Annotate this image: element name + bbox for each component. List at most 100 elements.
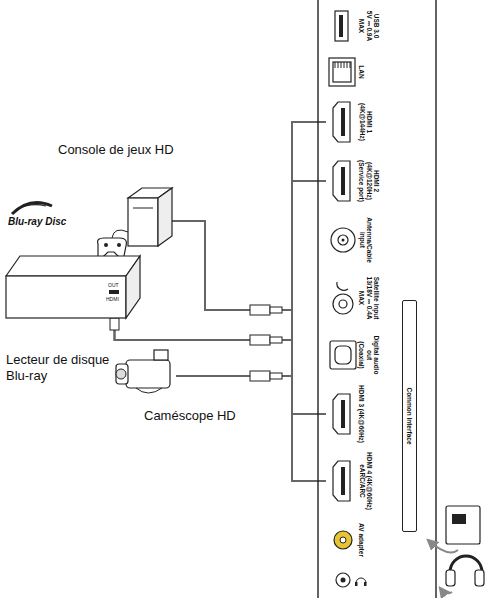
hdmi-plug <box>110 318 119 330</box>
hdmi-cable <box>115 318 327 414</box>
camcorder-body <box>126 360 170 388</box>
rotated-label-group: USB 3.05V ⎓ 0.9A MAX <box>358 4 380 48</box>
plug-tip <box>270 373 282 379</box>
rotated-label-group: Antenna/Cable input <box>358 214 373 266</box>
insert-arrow <box>428 540 458 552</box>
hdmi-tongue <box>341 400 345 428</box>
rotated-label-group: HDMI 4 (4K@60Hz)eARC/ARC <box>358 448 373 514</box>
av-port-icon <box>326 518 358 562</box>
rotated-label-group: Satellite input13/18V ⎓ 0.4A MAX <box>358 270 380 326</box>
lan-pin <box>347 62 348 68</box>
usb-port: USB 3.05V ⎓ 0.9A MAX <box>326 4 383 48</box>
satellite-port-icon <box>326 270 358 326</box>
camcorder-viewfinder <box>154 350 168 360</box>
player-side <box>126 256 140 318</box>
port-label: OUT <box>108 282 119 288</box>
port-label: HDMI <box>106 296 119 302</box>
rotated-label-group: Digital audio out(Coaxial) <box>358 330 380 380</box>
hdmi-port-icon <box>326 96 358 148</box>
hdmi-cable <box>172 221 326 414</box>
rotated-label-group: HDMI 3 (4K@60Hz) <box>358 384 365 444</box>
lan-pin <box>338 62 339 68</box>
hdmi-socket <box>333 161 350 201</box>
sat-inner <box>339 300 347 308</box>
bluray-player: OUTHDMILecteur de disque Blu-ray <box>6 256 140 318</box>
gamepad-button <box>104 243 108 247</box>
console-side <box>158 188 172 246</box>
port-label: LAN <box>358 52 365 92</box>
lan-pin <box>344 62 345 68</box>
port-label: (Coaxial) <box>358 330 365 380</box>
hdmi-port: HDMI 1 (4K@144Hz) <box>326 96 376 148</box>
cable-plug <box>250 371 282 381</box>
plug-body <box>250 371 270 381</box>
hdmi-cable <box>172 221 326 481</box>
port-label: Antenna/Cable input <box>358 214 373 266</box>
hdmi-port: HDMI 4 (4K@60Hz)eARC/ARC <box>326 448 376 514</box>
av-socket <box>334 531 352 549</box>
optical-socket <box>330 341 356 369</box>
digital-audio-port: Digital audio out(Coaxial) <box>326 330 383 380</box>
port-label: 5V ⎓ 0.9A MAX <box>358 4 373 48</box>
player-top <box>6 256 140 276</box>
port-label: Satellite input <box>373 270 380 326</box>
port-label: 13/18V ⎓ 0.4A MAX <box>358 270 373 326</box>
coax-inner <box>338 235 348 245</box>
logo-text: Blu-ray Disc <box>8 216 66 227</box>
plug-tip <box>270 307 282 313</box>
cable-plug <box>250 335 282 345</box>
lan-port: LAN <box>326 52 368 92</box>
port-label: AV adapter <box>358 518 365 562</box>
hdmi-cable <box>172 122 326 310</box>
gamepad <box>98 238 127 258</box>
headphone-jack-hole <box>341 578 346 583</box>
plug-tip <box>270 337 282 343</box>
hdmi-cable <box>172 181 326 310</box>
hdmi-port: HDMI 2 (4K@120Hz)(Service port) <box>326 152 383 210</box>
port-label: (Service port) <box>358 152 365 210</box>
digital-audio-port-icon <box>326 330 358 380</box>
port-label: HDMI 1 (4K@144Hz) <box>358 96 373 148</box>
rotated-label-group: Common Interface <box>406 301 413 531</box>
plug-body <box>250 335 270 345</box>
camcorder-strap <box>136 388 162 393</box>
panel-outline <box>318 0 436 598</box>
dish-symbol <box>337 282 348 290</box>
camcorder: Caméscope HD <box>116 348 176 404</box>
rotated-label-group: LAN <box>358 52 365 92</box>
console-front <box>128 198 158 246</box>
satellite-port: Satellite input13/18V ⎓ 0.4A MAX <box>326 270 383 326</box>
av-port: AV adapter <box>326 518 368 562</box>
hdmi-socket <box>333 102 350 142</box>
bluray-logo-swoosh <box>16 205 46 210</box>
game-console-drawing <box>128 188 172 246</box>
lan-pin <box>335 62 336 68</box>
device-label: Console de jeux HD <box>58 142 174 158</box>
hdmi-port-icon <box>326 384 358 444</box>
lan-socket <box>329 58 355 86</box>
usb-socket <box>335 11 348 41</box>
port-label: USB 3.0 <box>373 4 380 48</box>
headphone-symbol <box>355 582 358 586</box>
av-hole <box>340 537 346 543</box>
usb-tongue <box>339 15 343 37</box>
port-label: eARC/ARC <box>358 448 365 514</box>
hdmi-cable <box>176 376 326 481</box>
hdmi-port-icon <box>326 448 358 514</box>
hdmi-port: HDMI 3 (4K@60Hz) <box>326 384 368 444</box>
hdmi-cable <box>176 181 326 376</box>
ci-card-chip <box>452 514 466 524</box>
cable-plug <box>250 305 282 315</box>
ci-card <box>446 506 480 544</box>
insert-arrow <box>440 588 452 593</box>
hdmi-tongue <box>341 167 345 195</box>
console-slot <box>133 208 153 209</box>
plug-body <box>250 305 270 315</box>
headphone-cup <box>446 570 455 586</box>
gamepad-button <box>117 243 121 247</box>
device-label: Caméscope HD <box>144 408 236 424</box>
lan-pin <box>341 62 342 68</box>
hdmi-cable <box>115 318 327 481</box>
ci-slot: Common Interface <box>402 300 417 532</box>
headphone-jack <box>336 573 350 587</box>
